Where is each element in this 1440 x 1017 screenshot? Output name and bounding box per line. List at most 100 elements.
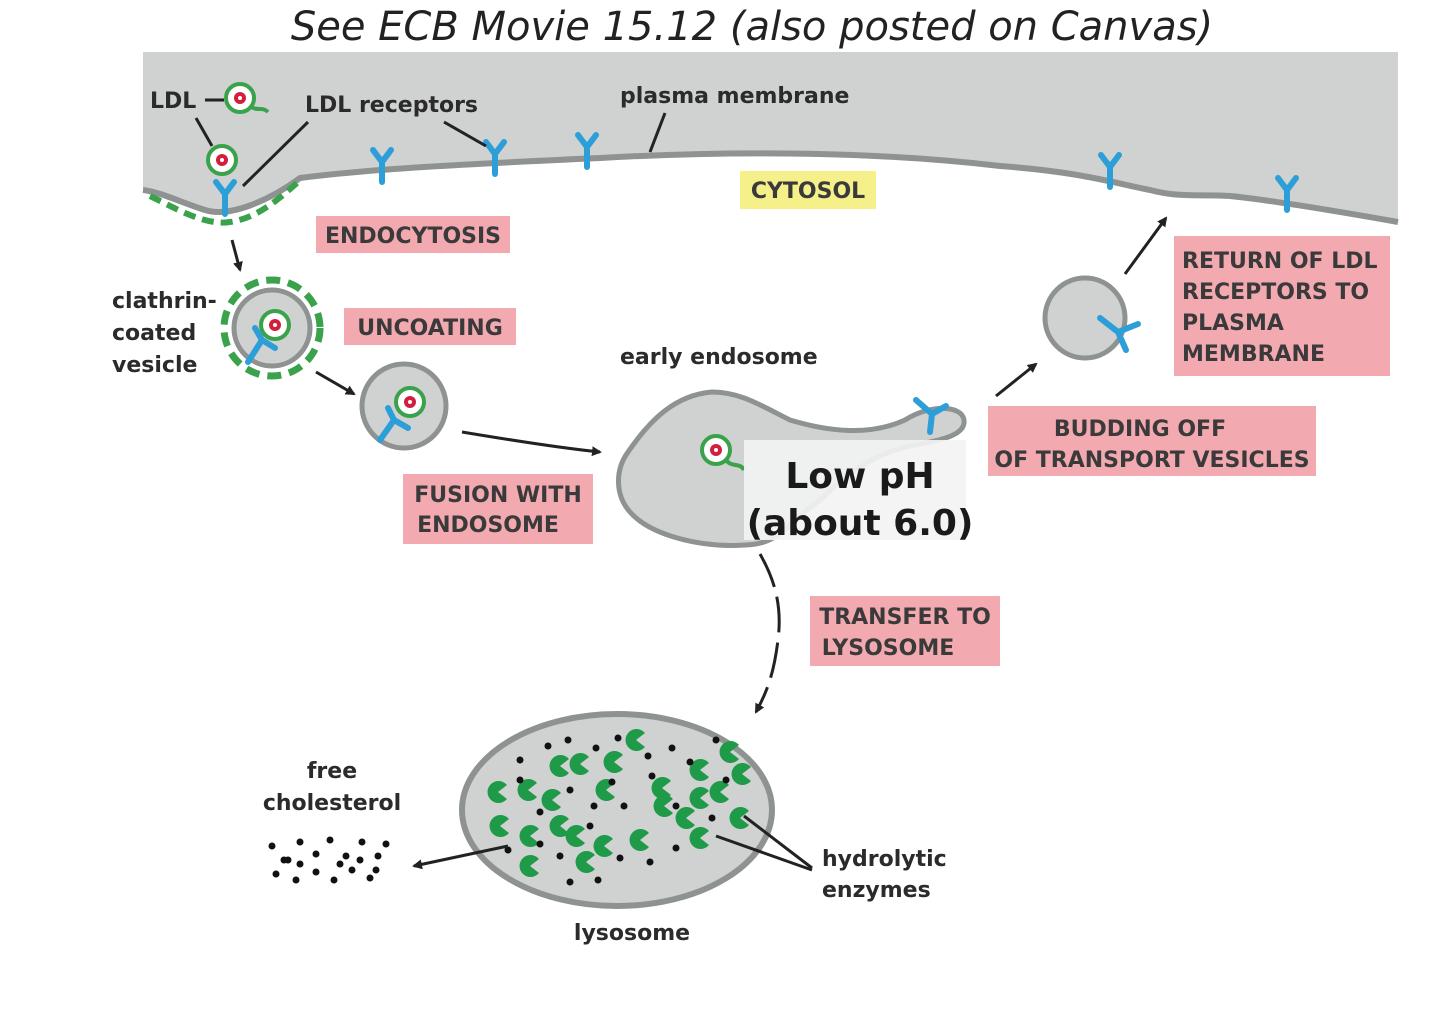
label-plasma-membrane: plasma membrane [620,84,849,109]
free-cholesterol-dot [374,852,382,860]
cholesterol-dot [672,802,680,810]
step-uncoating: UNCOATING [357,316,503,341]
diagram-title: See ECB Movie 15.12 (also posted on Canv… [291,4,1213,50]
step-return-1: RETURN OF LDL [1182,249,1378,274]
cytosol-box [740,171,876,209]
free-cholesterol-dot [312,850,320,858]
cholesterol-dot [566,786,574,794]
label-free-cholesterol-1: free [307,759,357,784]
plasma-membrane-region [143,52,1398,222]
cholesterol-dot [614,734,622,742]
cholesterol-dot [616,854,624,862]
free-cholesterol-dot [336,860,344,868]
arrow-to-uncoated [315,370,356,396]
free-cholesterol-dot [366,874,374,882]
step-budding-box [988,406,1316,476]
free-cholesterol-dot [272,870,280,878]
cholesterol-dot [620,802,628,810]
ldl-bound-icon [206,144,238,176]
cholesterol-dot [686,758,694,766]
cholesterol-dot [712,736,720,744]
free-cholesterol-dot [296,838,304,846]
label-early-endosome: early endosome [620,345,818,370]
step-budding-1: BUDDING OFF [1054,417,1226,442]
arrow-to-transport-vesicle [995,362,1038,398]
cholesterol-dot [556,852,564,860]
step-uncoating-box [344,308,516,345]
plasma-membrane-line [142,150,1399,225]
step-endocytosis-box [316,216,510,253]
leader-line [194,117,214,147]
ldl-in-endosome-icon [700,434,732,466]
cholesterol-dot [722,776,730,784]
label-lysosome: lysosome [574,921,690,946]
label-hydrolytic-2: enzymes [822,878,931,903]
cholesterol-dot [566,878,574,886]
cholesterol-dot [586,822,594,830]
ldl-tail-icon [248,104,270,114]
cholesterol-dot [536,840,544,848]
step-fusion-2: ENDOSOME [417,513,559,538]
low-ph-box [744,440,966,540]
free-cholesterol-dot [382,840,390,848]
free-cholesterol-dot [358,838,366,846]
clathrin-coated-vesicle [220,276,324,380]
cholesterol-dot [644,752,652,760]
step-fusion-box [403,474,593,544]
arrow-to-vesicle [230,239,243,272]
free-cholesterol-dot [348,866,356,874]
cholesterol-dot [668,744,676,752]
leader-line [241,120,310,188]
free-cholesterol-dot [296,860,304,868]
cholesterol-dot [590,802,598,810]
leader-line [743,814,813,870]
clathrin-coat-pit [148,179,300,226]
step-transfer-1: TRANSFER TO [819,605,991,630]
step-fusion-1: FUSION WITH [414,483,582,508]
arrow-to-membrane [1123,216,1168,275]
leader-line [715,834,813,872]
cholesterol-dot [594,876,602,884]
label-clathrin-1: clathrin- [112,289,217,314]
label-cytosol: CYTOSOL [751,179,865,204]
label-clathrin-2: coated [112,321,196,346]
arrow-to-free-cholesterol [412,844,509,870]
label-ldl-receptors: LDL receptors [305,93,478,118]
free-cholesterol-dot [292,876,300,884]
free-cholesterol-dot [330,876,338,884]
uncoated-vesicle [359,361,449,451]
cholesterol-dot [516,756,524,764]
free-cholesterol-dot [312,868,320,876]
label-clathrin-3: vesicle [112,353,197,378]
cholesterol-dot [672,844,680,852]
step-budding-2: OF TRANSPORT VESICLES [994,448,1309,473]
leader-line [648,112,667,153]
label-free-cholesterol-2: cholesterol [263,791,401,816]
free-cholesterol-dot [342,852,350,860]
leader-line [443,120,487,148]
label-hydrolytic-1: hydrolytic [822,847,947,872]
step-return-4: MEMBRANE [1182,342,1325,367]
ldl-tail-icon [724,458,746,472]
cholesterol-dot [608,778,616,786]
cholesterol-dot [516,776,524,784]
cholesterol-dot [648,772,656,780]
label-low-ph-1: Low pH [785,456,934,497]
step-return-2: RECEPTORS TO [1182,280,1369,305]
transport-vesicle [1042,275,1141,361]
cholesterol-dot [592,744,600,752]
cholesterol-dot [536,808,544,816]
cholesterol-dot [564,736,572,744]
step-transfer-box [810,596,1000,666]
cholesterol-dot [504,846,512,854]
step-endocytosis: ENDOCYTOSIS [325,224,501,249]
cholesterol-dot [544,742,552,750]
arrow-to-endosome [461,430,602,457]
free-cholesterol-dot [372,866,380,874]
free-cholesterol-dots [268,836,390,884]
receptor-in-bud-icon [913,397,949,435]
free-cholesterol-dot [326,836,334,844]
free-cholesterol-dot [356,856,364,864]
